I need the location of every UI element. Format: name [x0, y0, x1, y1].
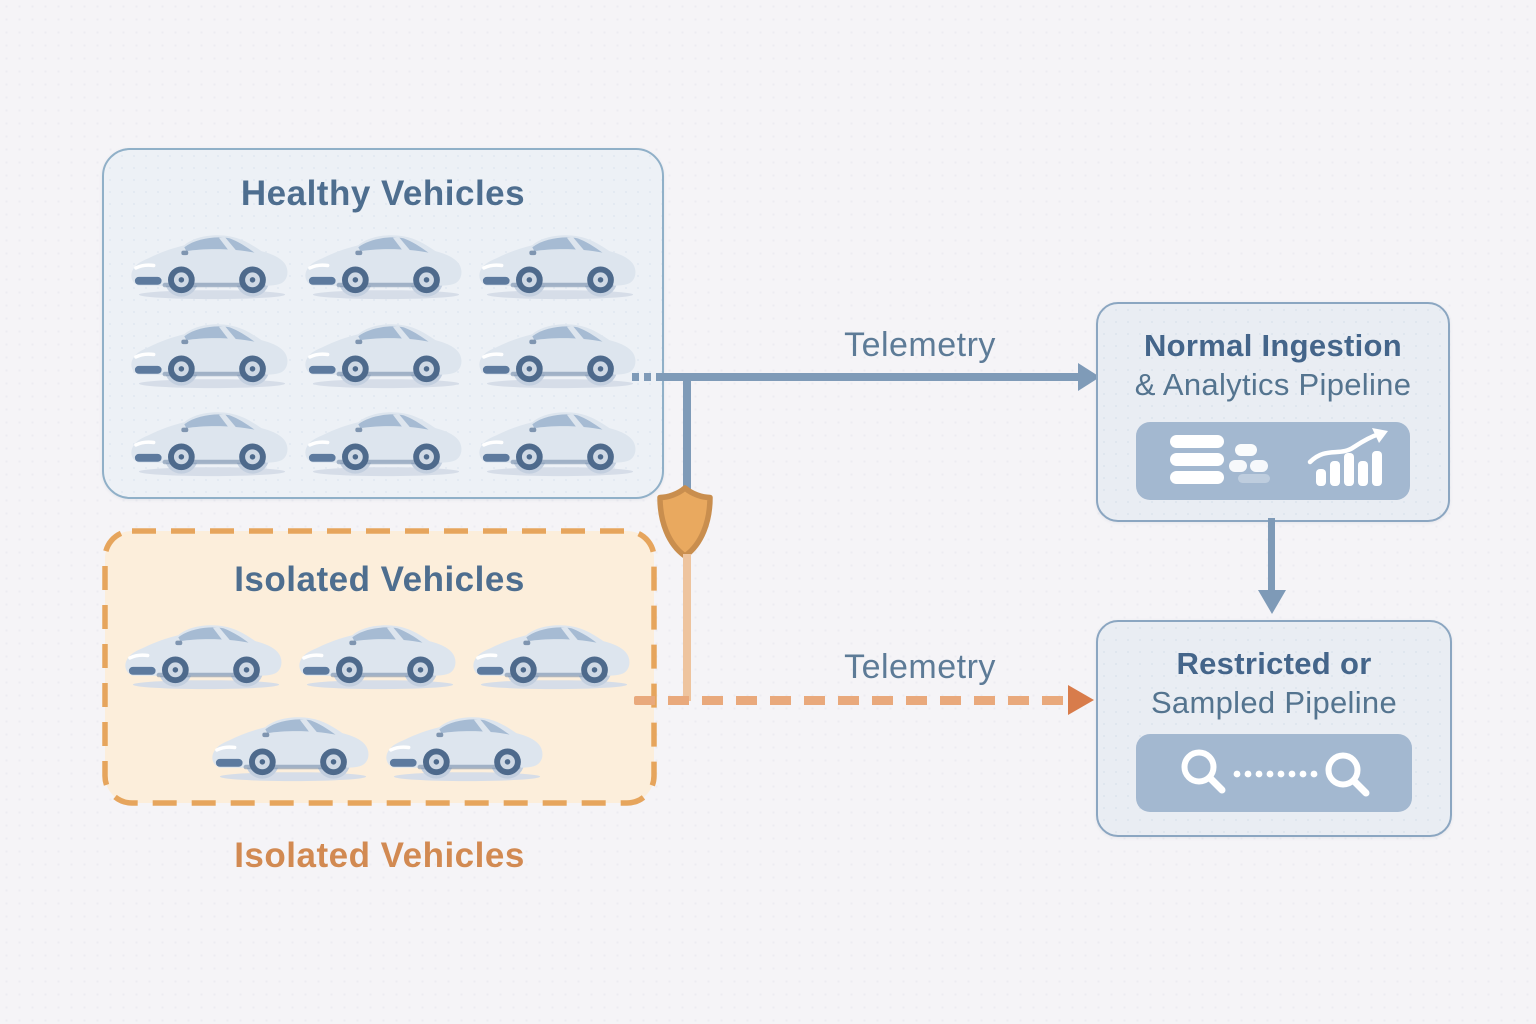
- car-icon: [475, 230, 645, 302]
- bar-chart-trend-icon: [1307, 428, 1388, 486]
- car-icon: [301, 230, 471, 302]
- isolated-telemetry-label: Telemetry: [844, 648, 996, 686]
- normal-pipeline-title-bold: Normal Ingestion: [1144, 328, 1402, 363]
- car-icon: [382, 712, 552, 784]
- car-icon: [475, 407, 645, 479]
- isolated-vehicles-title: Isolated Vehicles: [234, 560, 525, 599]
- magnifier-icon: [1325, 752, 1370, 797]
- car-icon: [301, 319, 471, 391]
- car-icon: [208, 712, 378, 784]
- pipeline-connector-line: [1268, 518, 1275, 592]
- gateway-to-isolated-line: [683, 554, 691, 701]
- car-icon: [127, 230, 297, 302]
- pipeline-connector-arrowhead-icon: [1258, 590, 1286, 614]
- isolated-telemetry-arrowhead-icon: [1068, 685, 1094, 715]
- database-stack-icon: [1170, 435, 1270, 484]
- healthy-telemetry-line-stub: [632, 373, 662, 381]
- car-icon: [469, 620, 639, 692]
- normal-pipeline-title-rest: & Analytics Pipeline: [1134, 367, 1412, 402]
- car-icon: [475, 319, 645, 391]
- healthy-vehicles-box: Healthy Vehicles: [102, 148, 664, 499]
- isolated-vehicles-grid: [116, 620, 643, 784]
- healthy-to-gateway-line: [683, 377, 691, 489]
- car-icon: [301, 407, 471, 479]
- car-row: [116, 407, 656, 479]
- car-row: [116, 620, 643, 692]
- restricted-pipeline-title-rest: Sampled Pipeline: [1150, 685, 1398, 720]
- healthy-vehicles-grid: [116, 230, 656, 479]
- car-row: [116, 230, 656, 302]
- car-icon: [127, 319, 297, 391]
- restricted-pipeline-box: Restricted or Sampled Pipeline: [1096, 620, 1452, 837]
- isolated-telemetry-line: [634, 696, 1070, 705]
- car-row: [116, 712, 643, 784]
- dotted-connector: [1233, 770, 1318, 778]
- car-icon: [121, 620, 291, 692]
- healthy-telemetry-arrowhead-icon: [1078, 363, 1100, 391]
- restricted-pipeline-title-bold: Restricted or: [1176, 646, 1372, 681]
- normal-pipeline-box: Normal Ingestion & Analytics Pipeline: [1096, 302, 1450, 522]
- isolated-vehicles-box: Isolated Vehicles: [102, 528, 657, 806]
- magnifier-icon: [1181, 749, 1226, 794]
- car-row: [116, 319, 656, 391]
- healthy-telemetry-label: Telemetry: [844, 326, 996, 364]
- car-icon: [295, 620, 465, 692]
- shield-icon: [655, 483, 715, 561]
- healthy-telemetry-line: [660, 373, 1080, 381]
- normal-pipeline-icon-panel: [1136, 422, 1410, 500]
- healthy-vehicles-title: Healthy Vehicles: [240, 174, 526, 213]
- car-icon: [127, 407, 297, 479]
- isolated-vehicles-caption: Isolated Vehicles: [234, 836, 525, 875]
- restricted-pipeline-icon-panel: [1136, 734, 1412, 812]
